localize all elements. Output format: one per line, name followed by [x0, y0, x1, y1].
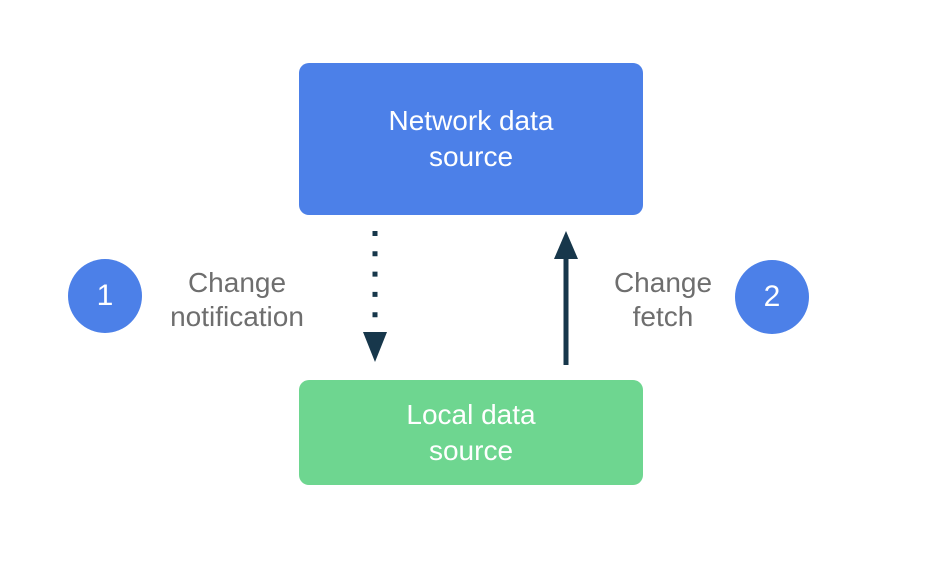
network-box-label-line2: source — [428, 141, 514, 172]
local-box-label-line1: Local data — [406, 398, 536, 430]
local-box-label: Local data source — [406, 397, 535, 469]
change-notification-arrowhead-icon — [363, 332, 387, 362]
local-box-label-line2: source — [428, 434, 514, 466]
change-notification-label-line2: notification — [170, 301, 304, 332]
network-box-label-line1: Network data — [388, 105, 554, 136]
change-notification-label-line1: Change — [187, 267, 287, 298]
step-1-badge: 1 — [68, 259, 142, 333]
change-notification-label: Change notification — [140, 266, 334, 334]
change-fetch-label-line1: Change — [613, 267, 713, 298]
network-box-label: Network data source — [389, 103, 554, 175]
change-fetch-label-line2: fetch — [632, 301, 694, 332]
network-data-source-box: Network data source — [299, 63, 643, 215]
step-2-badge: 2 — [735, 260, 809, 334]
change-fetch-label: Change fetch — [593, 266, 733, 334]
step-2-badge-number: 2 — [763, 280, 781, 313]
step-1-badge-number: 1 — [96, 279, 114, 312]
change-fetch-arrowhead-icon — [554, 231, 578, 259]
local-data-source-box: Local data source — [299, 380, 643, 485]
